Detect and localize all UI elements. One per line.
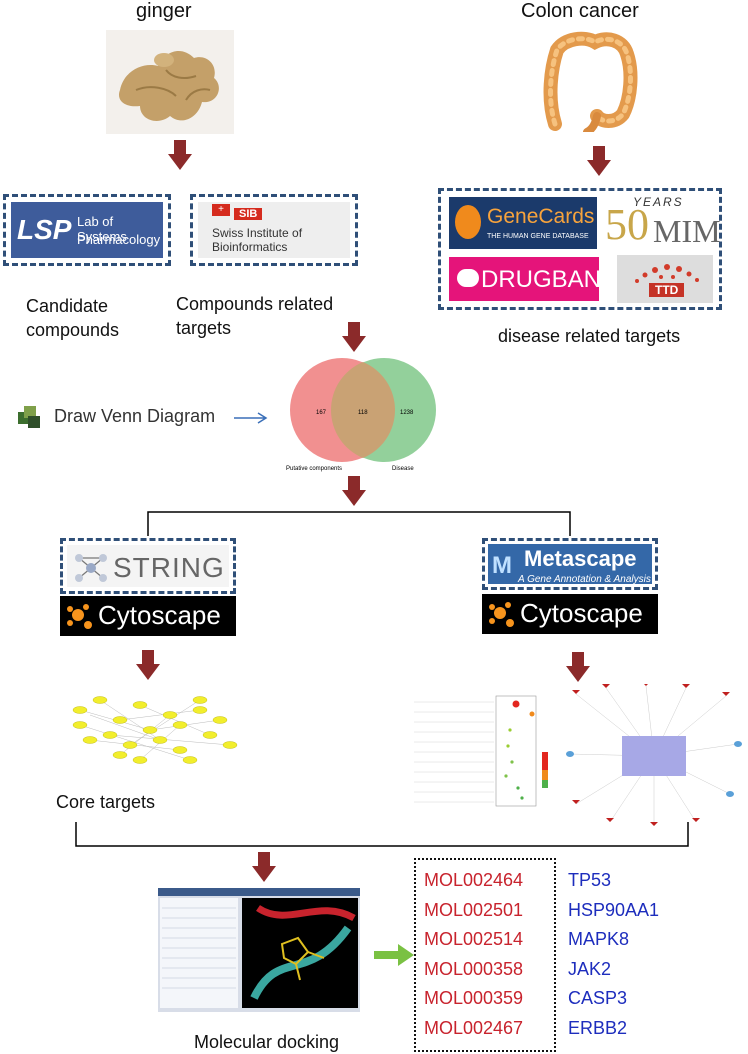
molecular-docking-label: Molecular docking	[194, 1032, 340, 1052]
venn-left-count: 167	[316, 410, 327, 416]
drugbank-name: DRUGBANK	[481, 266, 618, 293]
lsp-logo: LSP Lab of Systems Pharmacology	[3, 194, 171, 266]
ginger-title: ginger	[136, 0, 192, 22]
network-icon	[75, 554, 107, 582]
sib-logo: + SIB Swiss Institute of Bioinformatics	[190, 194, 358, 266]
metascape-m-icon: M	[492, 552, 512, 579]
cytoscape-icon	[489, 602, 514, 627]
genecards-subtitle: THE HUMAN GENE DATABASE	[487, 233, 589, 240]
sib-name-line2: Bioinformatics	[212, 240, 288, 254]
sib-name-line1: Swiss Institute of	[212, 226, 303, 240]
arrow-down-icon	[566, 652, 590, 682]
cytoscape-name: Cytoscape	[98, 600, 221, 630]
enrichment-dot-plot	[414, 695, 548, 807]
swiss-flag-icon: +	[212, 204, 230, 216]
core-targets-network	[72, 696, 238, 764]
target-gene: HSP90AA1	[568, 899, 660, 920]
drugbank-logo: DRUGBANK	[449, 257, 617, 301]
venn-right-label: Disease	[392, 466, 414, 472]
metascape-subtitle: A Gene Annotation & Analysis	[518, 574, 651, 585]
compounds-related-line1: Compounds related	[176, 294, 334, 314]
target-gene: JAK2	[568, 958, 612, 979]
venn-left-label: Putative components	[286, 466, 342, 472]
venn-tool-icon	[18, 406, 40, 428]
docking-molecule-list: MOL002464 MOL002501 MOL002514 MOL000358 …	[424, 870, 523, 1047]
venn-overlap-count: 118	[358, 410, 368, 416]
ttd-dots-icon	[635, 264, 699, 283]
string-logo: STRING	[60, 538, 236, 594]
compounds-related-targets-label: Compounds related targets	[176, 292, 333, 340]
cytoscape-name: Cytoscape	[520, 598, 643, 628]
docking-target-list: TP53 HSP90AA1 MAPK8 JAK2 CASP3 ERBB2	[568, 870, 659, 1047]
molecule-id: MOL002467	[424, 1017, 524, 1038]
cytoscape-logo-right: Cytoscape	[482, 594, 658, 634]
molecule-id: MOL002464	[424, 870, 524, 890]
arrow-down-icon	[342, 322, 366, 352]
arrow-right-green-icon	[374, 944, 414, 966]
arrow-down-icon	[342, 476, 366, 506]
metascape-logo: M Metascape A Gene Annotation & Analysis	[482, 538, 658, 590]
sib-badge: SIB	[234, 208, 263, 220]
candidate-line2: compounds	[26, 320, 120, 340]
omim-years: YEARS	[633, 195, 684, 209]
capsule-icon	[457, 269, 479, 287]
arrow-down-icon	[252, 852, 276, 882]
ginger-image	[106, 30, 234, 134]
molecule-id: MOL000359	[424, 988, 524, 1008]
compounds-related-line2: targets	[176, 318, 232, 338]
cytoscape-logo-left: Cytoscape	[60, 596, 236, 636]
target-gene: ERBB2	[568, 1017, 628, 1038]
candidate-line1: Candidate	[26, 296, 109, 316]
venn-overlap	[331, 362, 395, 458]
disease-databases-box: GeneCards THE HUMAN GENE DATABASE YEARS …	[438, 188, 722, 310]
venn-diagram: 167 118 1238 Putative components Disease	[286, 358, 436, 472]
colon-image	[543, 31, 638, 132]
lsp-mark: LSP	[17, 214, 72, 245]
arrow-right-icon	[234, 412, 268, 424]
string-name: STRING	[113, 552, 225, 583]
target-gene: TP53	[568, 870, 612, 890]
cytoscape-icon	[67, 604, 92, 629]
disease-related-targets-label: disease related targets	[498, 326, 681, 346]
molecule-id: MOL002514	[424, 929, 524, 949]
ttd-name: TTD	[649, 283, 685, 297]
molecule-id: MOL000358	[424, 958, 524, 979]
docking-molecules-box	[414, 858, 556, 1052]
core-targets-label: Core targets	[56, 792, 156, 812]
metascape-name: Metascape	[524, 546, 637, 571]
dna-icon	[455, 205, 481, 239]
arrow-down-icon	[168, 140, 192, 170]
arrow-down-icon	[587, 146, 611, 176]
draw-venn-diagram-label: Draw Venn Diagram	[54, 406, 216, 426]
genecards-logo: GeneCards THE HUMAN GENE DATABASE	[449, 197, 597, 249]
ttd-logo: TTD	[617, 255, 713, 303]
pathway-network	[566, 684, 742, 826]
venn-right-count: 1238	[400, 410, 414, 416]
lsp-name-line1: Lab of Systems	[77, 214, 127, 244]
arrow-down-icon	[136, 650, 160, 680]
omim-logo: YEARS 50 MIM	[605, 195, 721, 251]
candidate-compounds-label: Candidate compounds	[26, 294, 119, 342]
lsp-name-line2: Pharmacology	[77, 232, 161, 247]
genecards-name: GeneCards	[487, 205, 595, 228]
omim-name: MIM	[653, 213, 721, 249]
target-gene: CASP3	[568, 988, 628, 1008]
molecular-docking-screenshot	[158, 888, 360, 1012]
molecule-id: MOL002501	[424, 899, 524, 920]
colon-cancer-title: Colon cancer	[521, 0, 639, 22]
target-gene: MAPK8	[568, 929, 630, 949]
omim-50: 50	[605, 200, 649, 249]
